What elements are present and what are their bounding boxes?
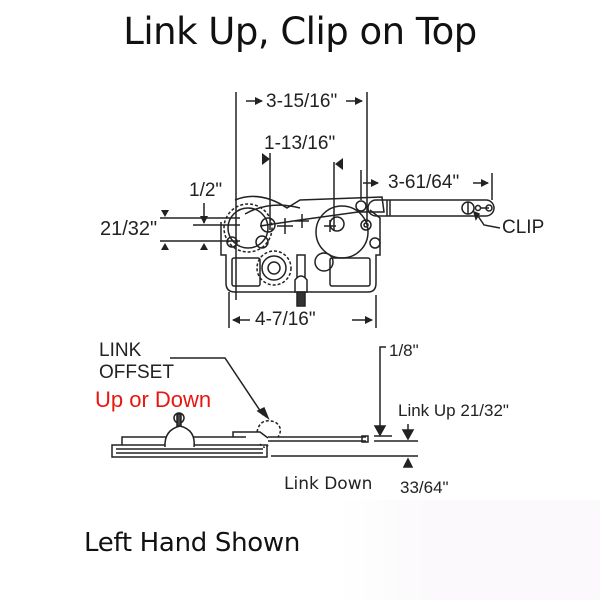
dim-base-width: 4-7/16" <box>255 309 316 330</box>
dim-link-down: 33/64" <box>400 478 449 497</box>
dim-overall-arm: 3-15/16" <box>266 91 338 112</box>
clip-callout: CLIP <box>502 217 545 238</box>
background-shade <box>340 500 600 600</box>
handedness-note: Left Hand Shown <box>84 528 301 558</box>
dim-center-holes: 1-13/16" <box>264 133 336 154</box>
dim-link-up: Link Up 21/32" <box>398 401 509 420</box>
dim-link-to-clip: 3-61/64" <box>388 172 460 193</box>
link-offset-label-line1: LINK <box>99 340 142 361</box>
link-down-label: Link Down <box>284 474 373 494</box>
dim-eighth-inch: 1/8" <box>389 341 419 360</box>
dim-half-inch: 1/2" <box>189 180 223 201</box>
link-offset-label-line2: OFFSET <box>99 362 174 383</box>
dim-height-offset: 21/32" <box>100 218 158 240</box>
up-or-down-note: Up or Down <box>95 387 212 412</box>
operator-side-view <box>111 346 418 468</box>
operator-top-view <box>160 92 501 328</box>
diagram-title: Link Up, Clip on Top <box>123 10 477 53</box>
